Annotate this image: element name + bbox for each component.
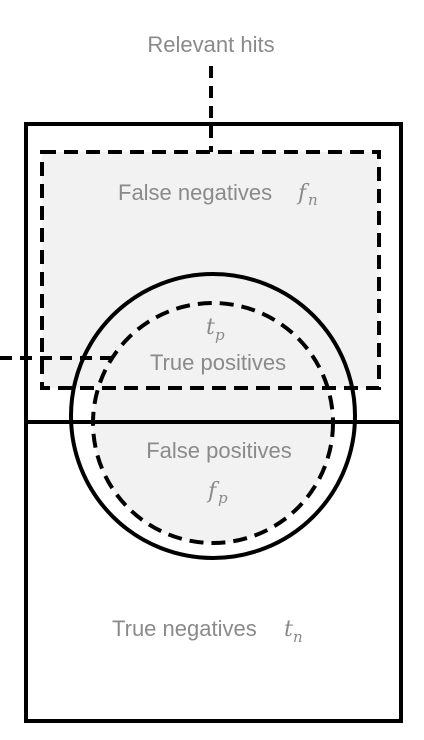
false-negatives-label: False negatives xyxy=(118,180,272,205)
true-negatives-subscript: n xyxy=(293,628,303,646)
true-positives-subscript: p xyxy=(215,326,225,344)
false-positives-subscript: p xyxy=(218,489,228,507)
predicted-positive-circle xyxy=(69,272,357,560)
false-positives-label: False positives xyxy=(146,438,292,463)
retrieved-dashed-circle xyxy=(91,301,335,545)
true-negatives-symbol: t xyxy=(284,617,293,642)
true-positives-symbol: t xyxy=(206,315,215,340)
true-negatives-label: True negatives xyxy=(112,616,257,641)
false-negatives-subscript: n xyxy=(308,191,318,209)
true-positives-label: True positives xyxy=(150,350,286,375)
relevant-hits-label: Relevant hits xyxy=(147,32,274,57)
